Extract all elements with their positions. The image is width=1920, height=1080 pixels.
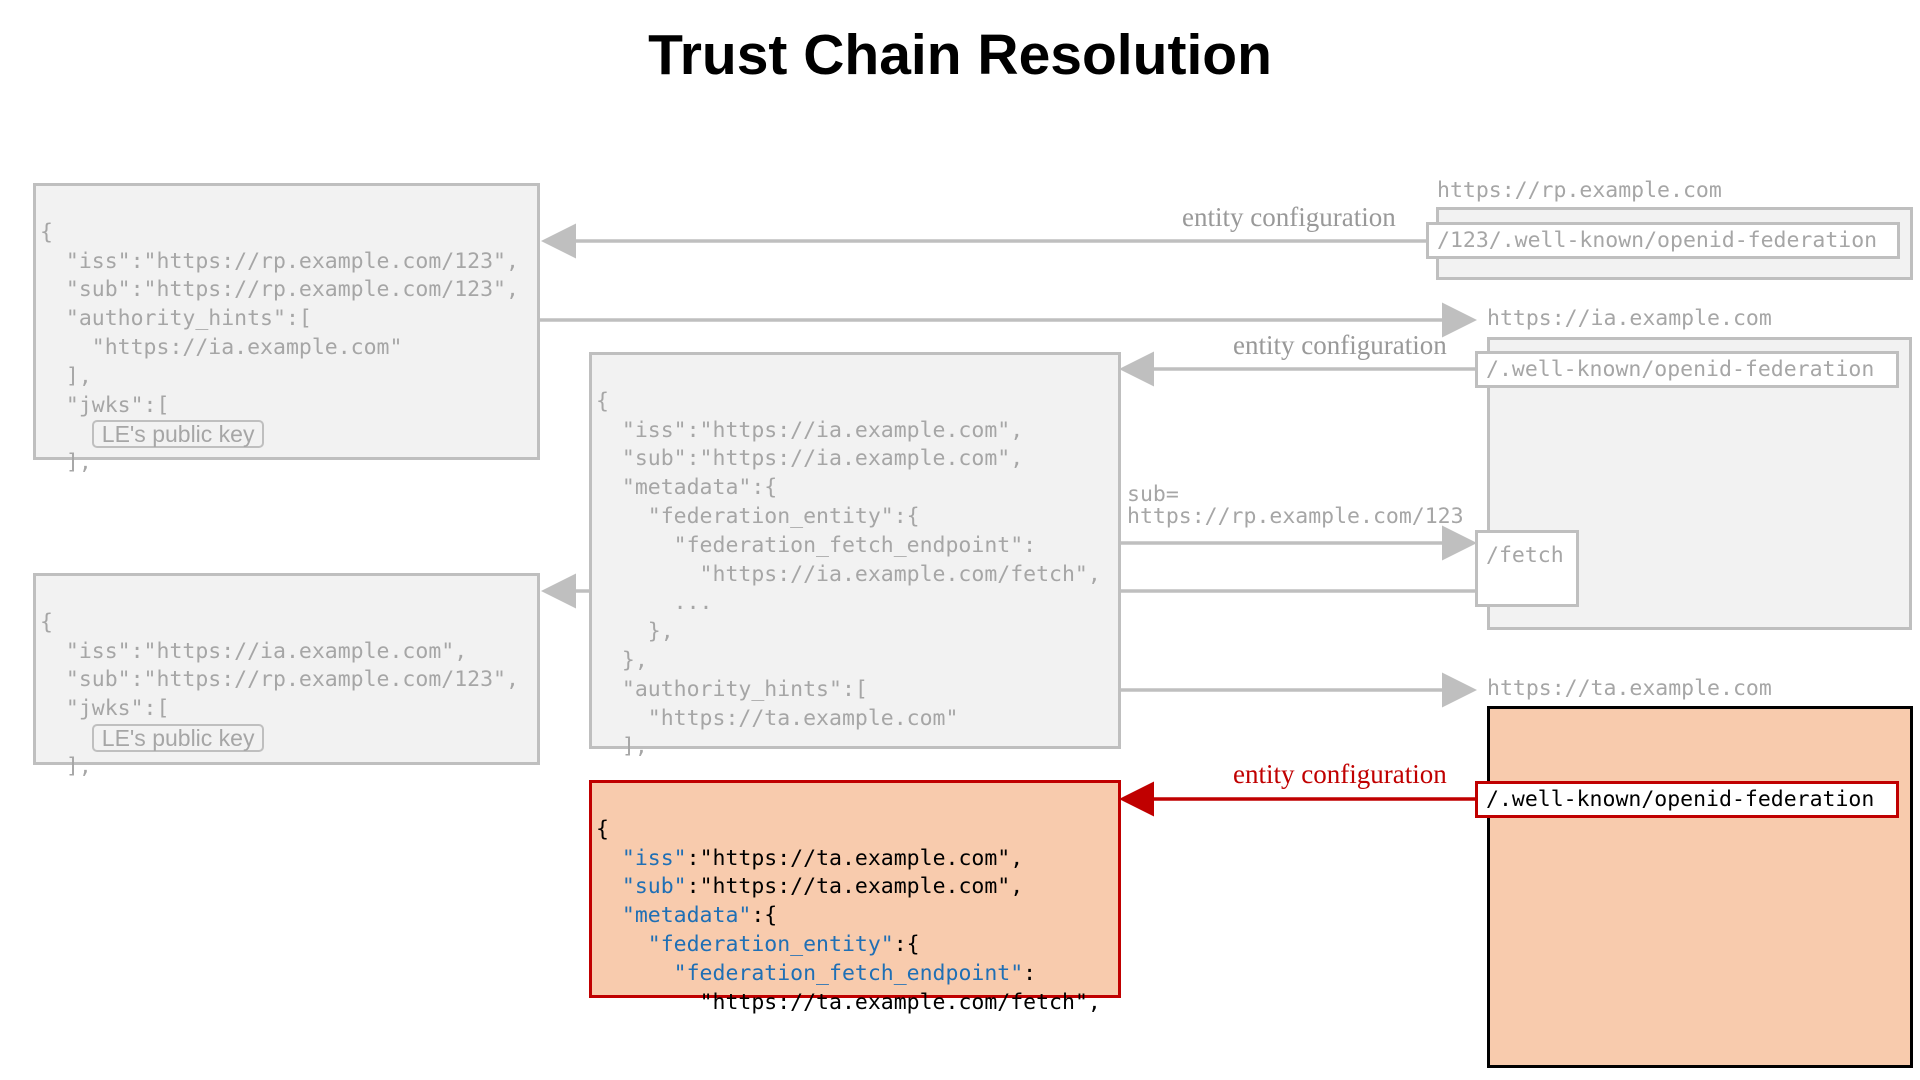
code-line: "sub":"https://rp.example.com/123", (40, 667, 519, 693)
code-line: { (596, 816, 609, 842)
ia-wellknown-path: /.well-known/openid-federation (1475, 351, 1899, 388)
le-public-key-chip: LE's public key (91, 420, 265, 449)
code-line: "metadata":{ (596, 475, 778, 501)
json-key: "federation_fetch_endpoint" (673, 960, 1024, 986)
ia-statement-code: { "iss":"https://ia.example.com", "sub":… (40, 580, 519, 782)
json-value: : (1023, 960, 1037, 986)
code-line: "federation_fetch_endpoint": (596, 532, 1037, 558)
sub-param-label: sub= (1127, 482, 1179, 507)
ta-ec-code: { "iss":"https://ta.example.com", "sub":… (596, 787, 1101, 1017)
code-line: "authority_hints":[ (596, 676, 868, 702)
diagram-title: Trust Chain Resolution (648, 23, 1272, 87)
json-key: "metadata" (621, 903, 752, 929)
code-line: { (40, 219, 53, 245)
rp-host-url: https://rp.example.com (1437, 178, 1722, 203)
json-value: :{ (751, 903, 778, 929)
json-value: "https://ta.example.com/fetch", (699, 989, 1101, 1015)
code-line: "https://ia.example.com/fetch", (596, 561, 1101, 587)
json-key: "sub" (621, 874, 687, 900)
code-line: "iss":"https://ia.example.com", (40, 638, 468, 664)
ta-entity-configuration-box (589, 780, 1121, 998)
code-line: { (40, 609, 53, 635)
ia-entity-configuration-label: entity configuration (1233, 330, 1447, 360)
rp-entity-configuration-box (33, 183, 540, 460)
code-line: "sub":"https://rp.example.com/123", (40, 277, 519, 303)
ia-entity-configuration-box (589, 352, 1121, 749)
json-key: "iss" (621, 845, 687, 871)
code-line: ], (40, 753, 92, 779)
code-line: { (596, 388, 609, 414)
ta-host-url: https://ta.example.com (1487, 676, 1772, 701)
code-line: ], (40, 363, 92, 389)
code-line: "sub":"https://ia.example.com", (596, 446, 1024, 472)
code-line: "jwks":[ (40, 696, 170, 722)
ta-entity-configuration-label: entity configuration (1233, 759, 1447, 789)
ta-wellknown-path: /.well-known/openid-federation (1475, 781, 1899, 818)
code-line: "https://ta.example.com" (596, 705, 959, 731)
json-key: "federation_entity" (647, 931, 894, 957)
rp-wellknown-path: /123/.well-known/openid-federation (1426, 222, 1900, 259)
code-line: "jwks":[ (40, 392, 170, 418)
ta-server-box (1487, 706, 1913, 1068)
ia-host-url: https://ia.example.com (1487, 306, 1772, 331)
code-line: ], (596, 734, 648, 760)
code-line: "federation_entity":{ (596, 503, 920, 529)
rp-ec-code: { "iss":"https://rp.example.com/123", "s… (40, 190, 519, 478)
code-line: }, (596, 647, 648, 673)
sub-param-value: https://rp.example.com/123 (1127, 504, 1464, 529)
code-line: "iss":"https://rp.example.com/123", (40, 248, 519, 274)
ia-fetch-endpoint: /fetch (1475, 530, 1579, 607)
json-value: :"https://ta.example.com", (686, 845, 1024, 871)
code-line: ], (40, 450, 92, 476)
code-line: "https://ia.example.com" (40, 334, 403, 360)
code-line: "iss":"https://ia.example.com", (596, 417, 1024, 443)
ia-ec-code: { "iss":"https://ia.example.com", "sub":… (596, 359, 1101, 762)
ia-subordinate-statement-box (33, 573, 540, 765)
le-public-key-chip: LE's public key (91, 723, 265, 752)
rp-entity-configuration-label: entity configuration (1182, 202, 1396, 232)
code-line: }, (596, 619, 674, 645)
json-value: :{ (893, 931, 920, 957)
json-value: :"https://ta.example.com", (686, 874, 1024, 900)
code-line: "authority_hints":[ (40, 306, 312, 332)
code-line: ... (596, 590, 713, 616)
